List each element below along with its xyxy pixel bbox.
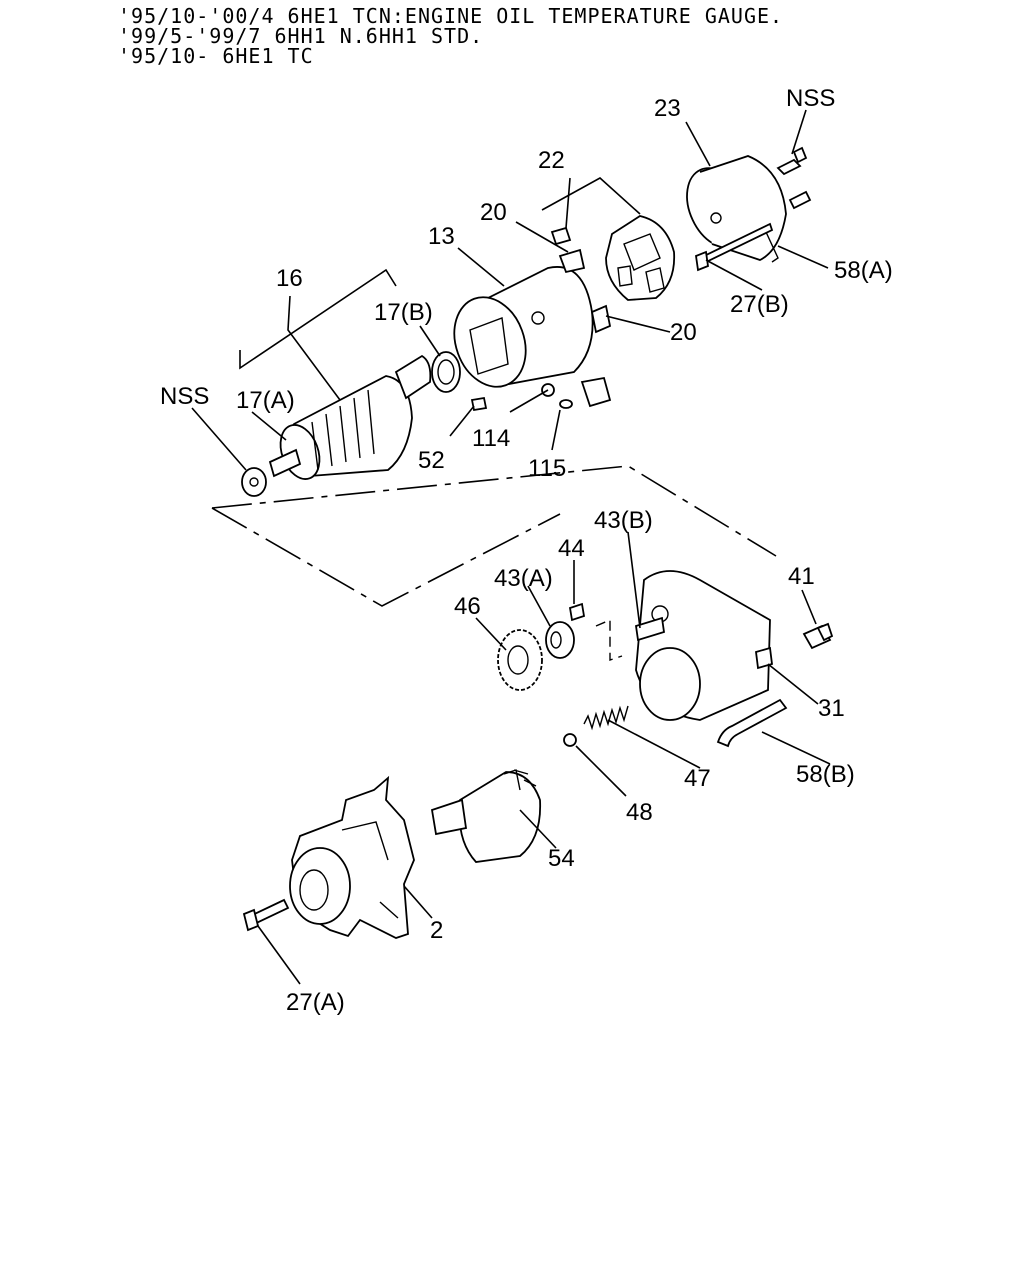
- callout-48: 48: [626, 799, 653, 826]
- part-27a-bolt: [242, 898, 290, 932]
- part-43a: [545, 621, 575, 659]
- callout-nss-top: NSS: [786, 85, 835, 112]
- part-58b-tube: [716, 698, 788, 748]
- nss-washer-left: [241, 467, 267, 497]
- callout-17a: 17(A): [236, 387, 295, 414]
- part-44: [568, 602, 586, 622]
- terminal-parts: [541, 376, 612, 409]
- part-48-ball: [563, 733, 577, 747]
- callout-47: 47: [684, 765, 711, 792]
- part-2-drive-housing: [289, 775, 415, 939]
- callout-41: 41: [788, 563, 815, 590]
- part-17b-bearing: [431, 351, 461, 393]
- callout-20-right: 20: [670, 319, 697, 346]
- callout-43a: 43(A): [494, 565, 553, 592]
- part-54-clutch: [430, 769, 542, 863]
- callout-31: 31: [818, 695, 845, 722]
- callout-16: 16: [276, 265, 303, 292]
- callout-44: 44: [558, 535, 585, 562]
- callout-58b: 58(B): [796, 761, 855, 788]
- callout-52: 52: [418, 447, 445, 474]
- part-52: [470, 396, 488, 412]
- callout-23: 23: [654, 95, 681, 122]
- header-line-2: '99/5-'99/7 6HH1 N.6HH1 STD.: [118, 24, 484, 48]
- nss-bolt-top: [776, 146, 812, 210]
- part-13-yoke: [453, 248, 612, 388]
- part-47-spring: [583, 705, 629, 731]
- callout-46: 46: [454, 593, 481, 620]
- assembly-boundary-bottom: [211, 507, 561, 607]
- callout-20-top: 20: [480, 199, 507, 226]
- part-16-armature: [268, 354, 432, 480]
- callout-nss-left: NSS: [160, 383, 209, 410]
- part-lever-housing: [635, 570, 773, 721]
- callout-115: 115: [528, 455, 566, 482]
- callout-27b: 27(B): [730, 291, 789, 318]
- callout-2: 2: [430, 917, 443, 944]
- callout-27a: 27(A): [286, 989, 345, 1016]
- pin-guide: [595, 618, 623, 661]
- callout-43b: 43(B): [594, 507, 653, 534]
- callout-54: 54: [548, 845, 575, 872]
- callout-17b: 17(B): [374, 299, 433, 326]
- callout-22: 22: [538, 147, 565, 174]
- bolt-27b: [695, 222, 774, 272]
- callout-58a: 58(A): [834, 257, 893, 284]
- header-line-3: '95/10- 6HE1 TC: [118, 44, 314, 68]
- part-46-gear: [497, 629, 543, 691]
- callout-114: 114: [472, 425, 510, 452]
- header-notes: '95/10-'00/4 6HE1 TCN:ENGINE OIL TEMPERA…: [118, 6, 783, 66]
- leader-lines: [191, 109, 831, 985]
- callout-13: 13: [428, 223, 455, 250]
- part-41-bolt: [802, 622, 834, 650]
- assembly-boundary-top: [211, 465, 777, 557]
- part-22-brush-holder: [550, 215, 676, 301]
- header-line-1: '95/10-'00/4 6HE1 TCN:ENGINE OIL TEMPERA…: [118, 4, 784, 28]
